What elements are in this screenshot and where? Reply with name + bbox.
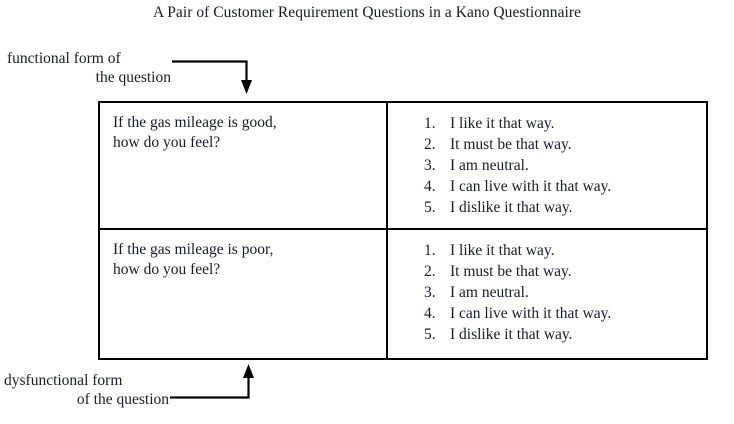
- list-item[interactable]: 5. I dislike it that way.: [388, 197, 706, 218]
- list-item[interactable]: 5. I dislike it that way.: [388, 324, 706, 345]
- table-row: If the gas mileage is poor, how do you f…: [100, 230, 706, 358]
- answer-number: 2.: [424, 136, 436, 153]
- answer-label: I can live with it that way.: [450, 178, 612, 195]
- answer-number: 1.: [424, 115, 436, 132]
- answer-number: 4.: [424, 178, 436, 195]
- answer-number: 1.: [424, 242, 436, 259]
- down-arrow-icon: [172, 60, 252, 94]
- page-title: A Pair of Customer Requirement Questions…: [152, 4, 582, 21]
- dysfunctional-form-label-line-2: of the question: [76, 391, 169, 408]
- question-line-2: how do you feel?: [113, 260, 221, 278]
- question-cell-dysfunctional: If the gas mileage is poor, how do you f…: [100, 230, 388, 358]
- answers-cell-dysfunctional: 1. I like it that way. 2. It must be tha…: [388, 230, 706, 358]
- answer-label: I dislike it that way.: [450, 326, 573, 343]
- question-text: If the gas mileage is good, how do you f…: [113, 113, 378, 152]
- list-item[interactable]: 3. I am neutral.: [388, 155, 706, 176]
- questionnaire-table: If the gas mileage is good, how do you f…: [98, 101, 708, 360]
- answer-number: 3.: [424, 284, 436, 301]
- answer-list: 1. I like it that way. 2. It must be tha…: [388, 240, 706, 345]
- question-text: If the gas mileage is poor, how do you f…: [113, 240, 378, 279]
- answer-label: It must be that way.: [450, 263, 572, 280]
- list-item[interactable]: 1. I like it that way.: [388, 240, 706, 261]
- answer-list: 1. I like it that way. 2. It must be tha…: [388, 113, 706, 218]
- table-row: If the gas mileage is good, how do you f…: [100, 103, 706, 230]
- dysfunctional-form-label: dysfunctional form of the question: [4, 371, 171, 409]
- answer-label: I dislike it that way.: [450, 199, 573, 216]
- list-item[interactable]: 2. It must be that way.: [388, 134, 706, 155]
- answer-label: I like it that way.: [450, 242, 555, 259]
- answer-number: 5.: [424, 199, 436, 216]
- answer-label: I am neutral.: [450, 157, 529, 174]
- answer-number: 5.: [424, 326, 436, 343]
- functional-form-label: functional form of the question: [7, 49, 173, 87]
- answer-label: I like it that way.: [450, 115, 555, 132]
- answer-label: It must be that way.: [450, 136, 572, 153]
- list-item[interactable]: 4. I can live with it that way.: [388, 303, 706, 324]
- question-line-2: how do you feel?: [113, 133, 221, 151]
- answer-label: I am neutral.: [450, 284, 529, 301]
- functional-form-label-line-2: the question: [95, 69, 171, 86]
- question-line-1: If the gas mileage is poor,: [113, 241, 274, 258]
- list-item[interactable]: 1. I like it that way.: [388, 113, 706, 134]
- answers-cell-functional: 1. I like it that way. 2. It must be tha…: [388, 103, 706, 228]
- answer-number: 3.: [424, 157, 436, 174]
- list-item[interactable]: 3. I am neutral.: [388, 282, 706, 303]
- question-line-1: If the gas mileage is good,: [113, 114, 277, 131]
- answer-label: I can live with it that way.: [450, 305, 612, 322]
- up-arrow-icon: [170, 364, 254, 399]
- answer-number: 2.: [424, 263, 436, 280]
- dysfunctional-form-label-line-1: dysfunctional form: [4, 372, 123, 389]
- answer-number: 4.: [424, 305, 436, 322]
- question-cell-functional: If the gas mileage is good, how do you f…: [100, 103, 388, 228]
- list-item[interactable]: 2. It must be that way.: [388, 261, 706, 282]
- functional-form-label-line-1: functional form of: [7, 50, 121, 67]
- list-item[interactable]: 4. I can live with it that way.: [388, 176, 706, 197]
